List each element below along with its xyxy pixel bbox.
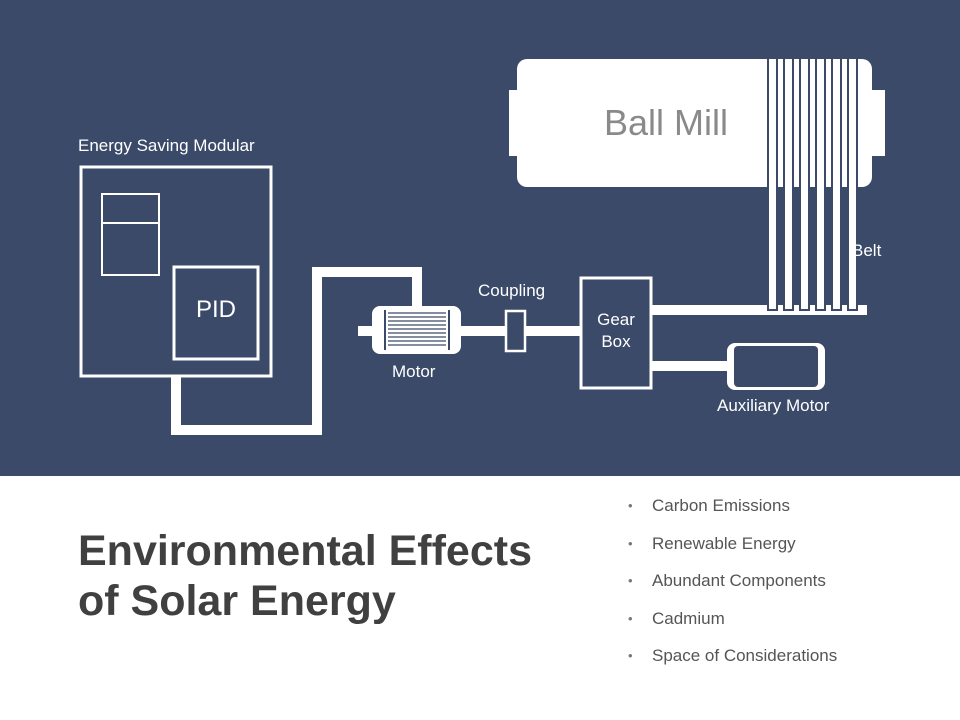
belt-lines: [767, 57, 858, 311]
ball-mill-label: Ball Mill: [603, 102, 728, 143]
gear-box-label: Gear Box: [597, 310, 635, 351]
belt-shaft: [651, 305, 867, 315]
gear-box: [579, 276, 653, 390]
slide-title: Environmental Effects of Solar Energy: [78, 526, 598, 626]
motor-shaft-left: [358, 326, 376, 336]
coupling-label: Coupling: [478, 281, 546, 300]
aux-motor-shaft: [651, 361, 731, 371]
power-cable: [171, 267, 422, 435]
slide-title-line-1: Environmental Effects: [78, 527, 532, 575]
auxiliary-motor-label: Auxiliary Motor: [717, 396, 830, 415]
bullet-list: Carbon Emissions Renewable Energy Abunda…: [628, 494, 837, 682]
slide-title-line-2: of Solar Energy: [78, 577, 396, 625]
pid-box: [172, 265, 260, 361]
motor-label: Motor: [392, 362, 436, 381]
diagram-panel: Energy Saving Modular PID Ball Mill Belt…: [0, 0, 960, 476]
bullet-item: Carbon Emissions: [628, 494, 837, 532]
bullet-item: Cadmium: [628, 607, 837, 645]
mill-drive-diagram: [79, 57, 885, 435]
belt-label: Belt: [852, 241, 882, 260]
pid-label: PID: [195, 296, 236, 323]
bullet-item: Renewable Energy: [628, 532, 837, 570]
energy-saving-modular-box: [79, 165, 273, 378]
auxiliary-motor-inner: [734, 346, 818, 387]
motor-body: [372, 306, 461, 354]
bullet-item: Space of Considerations: [628, 644, 837, 682]
module-unit-box: [101, 193, 160, 276]
motor-fins: [388, 312, 446, 346]
bullet-item: Abundant Components: [628, 569, 837, 607]
coupling: [504, 309, 527, 353]
energy-saving-modular-label: Energy Saving Modular: [78, 136, 255, 155]
